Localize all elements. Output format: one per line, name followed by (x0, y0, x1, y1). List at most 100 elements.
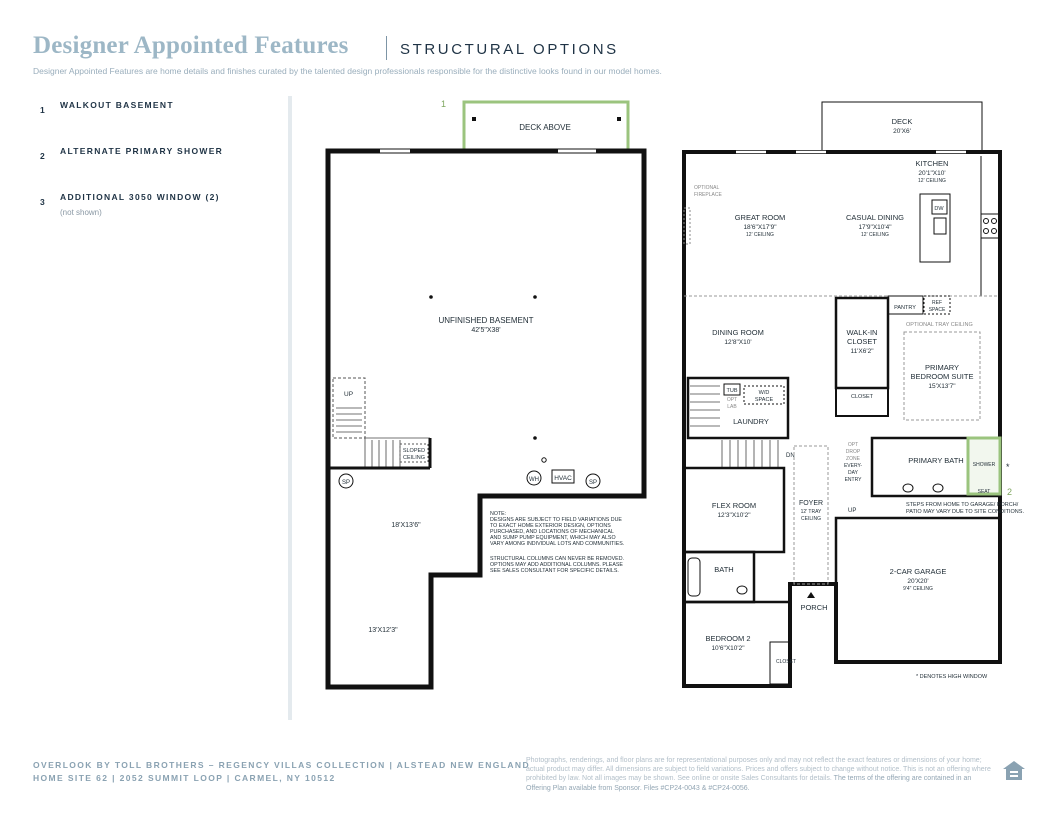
option-label: ADDITIONAL 3050 WINDOW (2) (60, 192, 220, 202)
deck-label: DECK (892, 117, 913, 126)
svg-text:PURCHASED, AND LOCATIONS OF ME: PURCHASED, AND LOCATIONS OF MECHANICAL (490, 529, 614, 535)
deck (821, 101, 983, 153)
svg-text:WALK-IN: WALK-IN (847, 328, 878, 337)
basement-room-name: UNFINISHED BASEMENT (438, 316, 533, 325)
stair-up-label: UP (344, 391, 353, 398)
svg-text:12' CEILING: 12' CEILING (918, 178, 946, 184)
svg-text:CLOSET: CLOSET (851, 394, 874, 400)
svg-text:12' CEILING: 12' CEILING (861, 232, 889, 238)
intro-text: Designer Appointed Features are home det… (33, 66, 662, 76)
svg-text:BEDROOM SUITE: BEDROOM SUITE (911, 372, 974, 381)
svg-text:CLOSET: CLOSET (847, 337, 877, 346)
option-item-3[interactable]: 3 ADDITIONAL 3050 WINDOW (2) (40, 192, 218, 210)
option-item-2[interactable]: 2 ALTERNATE PRIMARY SHOWER (40, 146, 222, 164)
sump-pump-symbol (585, 473, 601, 489)
svg-text:LAB: LAB (727, 404, 737, 410)
svg-text:20'X20': 20'X20' (907, 578, 928, 585)
cooktop (980, 213, 1000, 239)
garage-stairs-up: UP (848, 508, 856, 514)
svg-text:W/D: W/D (759, 390, 770, 396)
vertical-divider (288, 96, 292, 720)
svg-text:9'4" CEILING: 9'4" CEILING (903, 586, 933, 592)
sump-pump-symbol (338, 473, 354, 489)
svg-text:ZONE: ZONE (846, 456, 861, 462)
svg-text:SP: SP (342, 480, 350, 486)
svg-text:FOYER: FOYER (799, 500, 823, 507)
water-heater-symbol (526, 470, 542, 486)
sloped-ceiling-label-2: CEILING (403, 455, 425, 461)
basement-note: NOTE: DESIGNS ARE SUBJECT TO FIELD VARIA… (490, 511, 624, 574)
svg-text:PATIO MAY VARY DUE TO SITE CON: PATIO MAY VARY DUE TO SITE CONDITIONS. (906, 509, 1024, 515)
svg-text:SHOWER: SHOWER (973, 462, 996, 468)
option-marker-2: 2 (1007, 487, 1012, 497)
svg-text:FLEX ROOM: FLEX ROOM (712, 501, 756, 510)
svg-text:HVAC: HVAC (554, 475, 572, 482)
svg-text:11'X6'2": 11'X6'2" (850, 348, 874, 355)
kitchen-label: KITCHEN (916, 159, 949, 168)
svg-text:10'6"X10'2": 10'6"X10'2" (711, 645, 745, 652)
svg-text:AND SUMP PUMP EQUIPMENT, WHICH: AND SUMP PUMP EQUIPMENT, WHICH MAY ALSO (490, 535, 616, 541)
steps-note: STEPS FROM HOME TO GARAGE/ PORCH/ (906, 502, 1019, 508)
stair-up-area (332, 377, 366, 439)
staircase (336, 407, 430, 468)
option-label: WALKOUT BASEMENT (60, 100, 174, 110)
basement-room-dims: 42'5"X38' (471, 327, 500, 334)
svg-text:18'6"X17'9": 18'6"X17'9" (743, 224, 777, 231)
footer-community: OVERLOOK BY TOLL BROTHERS – REGENCY VILL… (33, 760, 530, 770)
svg-text:DAY: DAY (848, 470, 859, 476)
option-item-1[interactable]: 1 WALKOUT BASEMENT (40, 100, 173, 118)
svg-text:FIREPLACE: FIREPLACE (694, 192, 722, 198)
deck-above-label: DECK ABOVE (519, 123, 571, 132)
deck-post (472, 117, 476, 121)
option-number: 3 (40, 197, 46, 207)
flex-room (682, 466, 786, 554)
porch-arrow (807, 592, 815, 598)
svg-text:ENTRY: ENTRY (845, 477, 863, 483)
laundry-room (686, 376, 790, 440)
svg-text:WH: WH (529, 477, 539, 483)
svg-text:SEE SALES CONSULTANT FOR SPECI: SEE SALES CONSULTANT FOR SPECIFIC DETAIL… (490, 568, 619, 574)
svg-text:20'X6': 20'X6' (893, 128, 911, 135)
svg-text:17'9"X10'4": 17'9"X10'4" (858, 224, 892, 231)
svg-text:12'3"X10'2": 12'3"X10'2" (717, 512, 751, 519)
svg-text:BATH: BATH (714, 565, 733, 574)
svg-text:PRIMARY BATH: PRIMARY BATH (908, 456, 963, 465)
svg-text:NOTE:: NOTE: (490, 511, 506, 517)
tray-ceiling-label: OPTIONAL TRAY CEILING (906, 322, 973, 328)
svg-text:15'X13'7": 15'X13'7" (928, 383, 956, 390)
svg-text:SEAT: SEAT (978, 489, 991, 495)
svg-text:12' TRAY: 12' TRAY (801, 509, 822, 515)
svg-text:CEILING: CEILING (801, 516, 821, 522)
svg-text:STRUCTURAL COLUMNS CAN NEVER B: STRUCTURAL COLUMNS CAN NEVER BE REMOVED. (490, 556, 624, 562)
closet (835, 387, 889, 417)
alternate-shower-highlight (966, 436, 1002, 496)
svg-text:2-CAR GARAGE: 2-CAR GARAGE (890, 567, 947, 576)
casual-dining-label: CASUAL DINING (846, 213, 904, 222)
option-note: (not shown) (60, 208, 102, 217)
deck-post (617, 117, 621, 121)
svg-text:OPT: OPT (727, 397, 737, 403)
ref-space (923, 295, 951, 315)
high-window-star: * (1006, 462, 1010, 472)
page-title: Designer Appointed Features (33, 32, 349, 59)
svg-text:DROP: DROP (846, 449, 861, 455)
dining-room-label: DINING ROOM (712, 328, 764, 337)
basement-dim-a: 18'X13'6" (391, 522, 421, 529)
svg-text:REF: REF (932, 300, 942, 306)
stairs-down-label: DN (786, 453, 795, 459)
svg-text:TUB: TUB (727, 388, 738, 394)
sloped-ceiling-label: SLOPED (403, 448, 425, 454)
svg-text:SPACE: SPACE (755, 397, 774, 403)
bath (682, 550, 756, 604)
option-label: ALTERNATE PRIMARY SHOWER (60, 146, 224, 156)
equal-housing-opportunity-icon (1003, 761, 1025, 780)
svg-text:VARY AMONG INDIVIDUAL LOTS AND: VARY AMONG INDIVIDUAL LOTS AND COMMUNITI… (490, 541, 624, 547)
svg-text:OPTIONS MAY ADD ADDITIONAL COL: OPTIONS MAY ADD ADDITIONAL COLUMNS. PLEA… (490, 562, 623, 568)
option-number: 1 (40, 105, 46, 115)
svg-text:SPACE: SPACE (929, 307, 946, 313)
svg-text:CLOSET: CLOSET (776, 659, 796, 665)
footer-address: HOME SITE 62 | 2052 SUMMIT LOOP | CARMEL… (33, 773, 336, 783)
primary-suite-label: PRIMARY (925, 363, 959, 372)
option-marker-1: 1 (441, 99, 446, 109)
title-divider (386, 36, 387, 60)
